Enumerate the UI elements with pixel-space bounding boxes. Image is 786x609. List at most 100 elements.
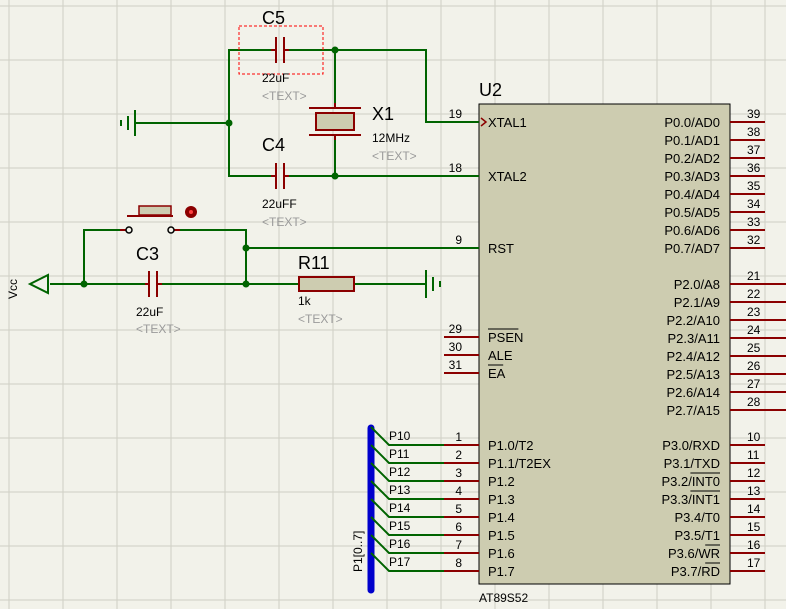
junction [331, 46, 339, 54]
pin-name: P2.6/A14 [667, 385, 721, 400]
crystal-x1[interactable]: X1 12MHz <TEXT> [309, 103, 417, 163]
pin-number: 16 [747, 538, 761, 552]
x1-value: 12MHz [372, 131, 410, 145]
pin-number: 9 [455, 233, 462, 247]
chip-pin-2[interactable]: 2P1.1/T2EX [444, 448, 551, 471]
pin-number: 15 [747, 520, 761, 534]
chip-pin-4[interactable]: 4P1.3 [444, 484, 515, 507]
pin-name: P3.6/WR [668, 546, 720, 561]
ground-symbol-r11[interactable] [425, 270, 441, 298]
chip-ref: U2 [479, 80, 502, 100]
resistor-r11[interactable]: R11 1k <TEXT> [298, 253, 355, 326]
pin-number: 18 [449, 161, 463, 175]
pin-name: P0.4/AD4 [664, 187, 720, 202]
pin-number: 22 [747, 287, 761, 301]
chip-pin-7[interactable]: 7P1.6 [444, 538, 515, 561]
bus-entry-p12[interactable]: P12 [370, 462, 444, 482]
chip-pin-3[interactable]: 3P1.2 [444, 466, 515, 489]
bus-wire [370, 516, 444, 536]
pin-number: 11 [747, 448, 760, 462]
chip-pin-5[interactable]: 5P1.4 [444, 502, 515, 525]
capacitor-c5[interactable]: C5 22uF <TEXT> [238, 8, 324, 103]
clock-pin-icon [480, 117, 488, 127]
chip-pin-6[interactable]: 6P1.5 [444, 520, 515, 543]
pin-name: P0.3/AD3 [664, 169, 720, 184]
pin-number: 13 [747, 484, 761, 498]
bus-net-label: P14 [389, 501, 411, 515]
pin-name: P3.3/INT1 [661, 492, 720, 507]
r11-ref: R11 [298, 253, 330, 273]
pin-name: PSEN [488, 330, 523, 345]
reset-pushbutton[interactable] [120, 205, 197, 234]
bus-entry-p11[interactable]: P11 [370, 444, 444, 464]
pin-name: P2.4/A12 [667, 349, 721, 364]
capacitor-c3[interactable]: C3 22uF <TEXT> [136, 244, 181, 336]
chip-u2[interactable]: U2 AT89S52 [478, 80, 731, 605]
chip-pin-8[interactable]: 8P1.7 [444, 556, 515, 579]
ground-symbol-top[interactable] [120, 110, 136, 136]
pin-number: 17 [747, 556, 761, 570]
bus-entry-p10[interactable]: P10 [370, 426, 444, 446]
pin-name: P1.0/T2 [488, 438, 534, 453]
wire-sw-left [83, 229, 120, 284]
button-cap [138, 205, 172, 216]
bus-entry-p17[interactable]: P17 [370, 552, 444, 572]
pin-name: P0.7/AD7 [664, 241, 720, 256]
bus-entry-p16[interactable]: P16 [370, 534, 444, 554]
capacitor-c4[interactable]: C4 22uFF <TEXT> [262, 135, 307, 229]
p1-bus[interactable]: P1[0..7] [351, 424, 375, 594]
bus-entry-p15[interactable]: P15 [370, 516, 444, 536]
pin-number: 34 [747, 197, 761, 211]
button-contact [167, 226, 175, 234]
pin-number: 35 [747, 179, 761, 193]
pin-name: P0.2/AD2 [664, 151, 720, 166]
pin-name: P3.7/RD [671, 564, 720, 579]
bus-wire [370, 498, 444, 518]
chip-pins: 19XTAL118XTAL29RST29PSEN30ALE31EA1P1.0/T… [444, 107, 786, 579]
pin-name: ALE [488, 348, 513, 363]
bus-net-label: P16 [389, 537, 411, 551]
pin-name: P3.5/T1 [674, 528, 720, 543]
bus-name: P1[0..7] [351, 531, 365, 572]
bus-entry-p13[interactable]: P13 [370, 480, 444, 500]
c5-ref: C5 [262, 8, 285, 28]
vcc-terminal[interactable]: Vcc [6, 273, 49, 299]
bus-entry-p14[interactable]: P14 [370, 498, 444, 518]
vcc-label: Vcc [6, 279, 20, 299]
chip-body[interactable] [478, 103, 731, 585]
wire-gnd-c5 [135, 49, 271, 124]
pin-name: P1.3 [488, 492, 515, 507]
chip-pin-1[interactable]: 1P1.0/T2 [444, 430, 534, 453]
pin-name: P2.7/A15 [667, 403, 721, 418]
pin-name: XTAL2 [488, 169, 527, 184]
c4-text: <TEXT> [262, 215, 307, 229]
